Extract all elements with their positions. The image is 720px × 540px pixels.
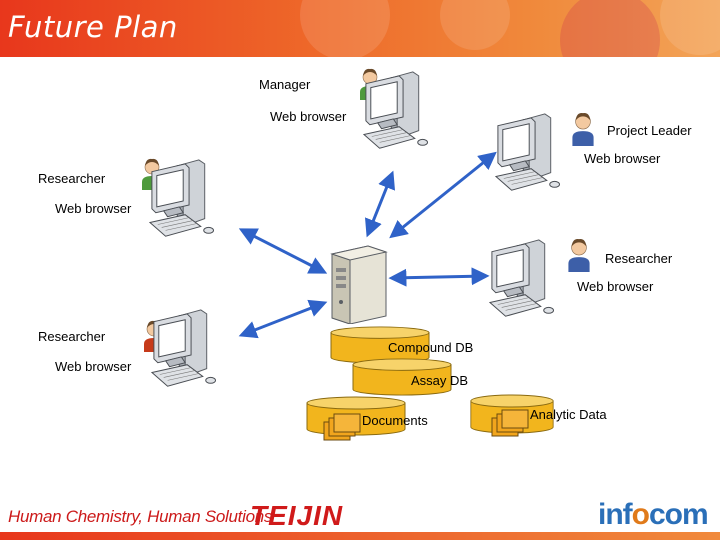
server-icon <box>330 245 388 324</box>
project-leader-computer-icon <box>494 112 582 200</box>
analytic-data-stack-icon <box>490 408 530 438</box>
documents-label: Documents <box>362 413 428 428</box>
footer-bar <box>0 532 720 540</box>
researcher-left-bottom-computer-icon <box>150 308 238 396</box>
researcher-left-bottom-browser-label: Web browser <box>55 359 132 374</box>
researcher-left-top-role-label: Researcher <box>38 171 106 186</box>
title-banner: Future Plan <box>0 0 720 57</box>
infocom-logo-o: o <box>631 498 650 531</box>
researcher-left-bottom-role-label: Researcher <box>38 329 106 344</box>
arrow-researcher-left-bottom-server <box>238 299 328 339</box>
researcher-left-top-computer-icon <box>148 158 236 246</box>
arrow-researcher-right-server <box>388 267 490 287</box>
analytic-data-label: Analytic Data <box>530 407 607 422</box>
project-leader-role-label: Project Leader <box>607 123 692 138</box>
banner-bubble <box>560 0 660 57</box>
infocom-logo: infocom <box>598 498 709 532</box>
researcher-right-role-label: Researcher <box>605 251 673 266</box>
manager-role-label: Manager <box>259 77 311 92</box>
assay-db-label: Assay DB <box>411 373 469 388</box>
arrow-projectleader-server <box>389 151 497 239</box>
project-leader-browser-label: Web browser <box>584 151 661 166</box>
page-title: Future Plan <box>8 10 178 44</box>
compound-db-label: Compound DB <box>388 340 474 355</box>
infocom-logo-part: inf <box>598 498 633 531</box>
researcher-right-browser-label: Web browser <box>577 279 654 294</box>
infocom-logo-part: com <box>648 498 709 531</box>
researcher-right-computer-icon <box>488 238 576 326</box>
manager-computer-icon <box>362 70 450 158</box>
arrow-manager-server <box>364 170 396 238</box>
manager-browser-label: Web browser <box>270 109 347 124</box>
slogan-text: Human Chemistry, Human Solutions <box>8 507 273 526</box>
arrow-researcher-left-top-server <box>238 228 328 274</box>
documents-stack-icon <box>322 412 362 442</box>
banner-bubble <box>300 0 390 57</box>
researcher-left-top-browser-label: Web browser <box>55 201 132 216</box>
teijin-logo: TEIJIN <box>250 500 344 531</box>
